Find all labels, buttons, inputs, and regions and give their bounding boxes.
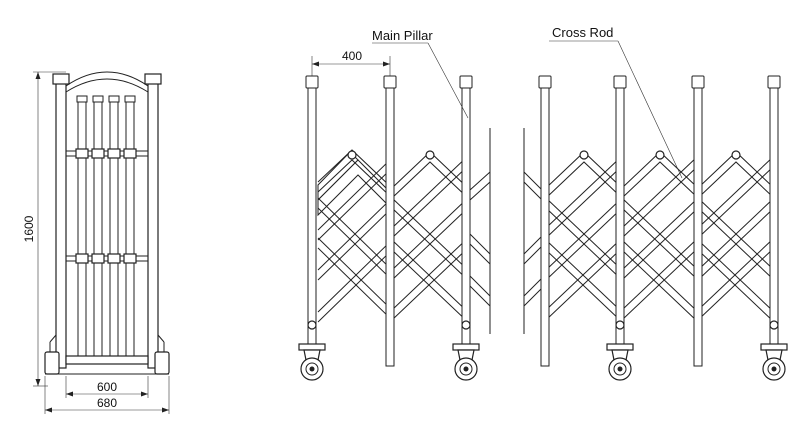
caster-wheel-3 — [452, 343, 480, 381]
cross-rod-callout: Cross Rod — [549, 25, 683, 179]
break-lines — [489, 128, 525, 334]
width-dimensions: 600 680 — [44, 376, 170, 414]
pillar-spacing-label: 400 — [342, 49, 362, 63]
pillar-1 — [305, 75, 319, 345]
pillar-3 — [459, 75, 473, 345]
pillar-7 — [767, 75, 781, 345]
outer-width-label: 680 — [97, 396, 117, 410]
front-view: 400 — [298, 25, 788, 381]
pillar-4 — [538, 75, 552, 367]
pivot-pins — [347, 150, 741, 160]
pillar-spacing-dimension: 400 — [311, 49, 391, 78]
pillar-6 — [691, 75, 705, 367]
caster-wheel-7 — [760, 343, 788, 381]
cross-rod-label: Cross Rod — [552, 25, 613, 40]
cross-rod-lattice-left — [317, 149, 491, 325]
caster-wheels — [298, 343, 788, 381]
height-dimension-label: 1600 — [22, 215, 36, 242]
side-frame — [44, 71, 170, 375]
pillar-5 — [613, 75, 627, 345]
cross-rod-lattice-right — [523, 151, 775, 323]
height-dimension: 1600 — [22, 71, 66, 387]
main-pillar-label: Main Pillar — [372, 28, 433, 43]
side-view: 1600 — [22, 71, 170, 414]
main-pillars — [305, 75, 781, 367]
pillar-2 — [383, 75, 397, 367]
caster-wheel-1 — [298, 343, 326, 381]
caster-wheel-5 — [606, 343, 634, 381]
main-pillar-callout: Main Pillar — [372, 28, 469, 119]
inner-width-label: 600 — [97, 380, 117, 394]
